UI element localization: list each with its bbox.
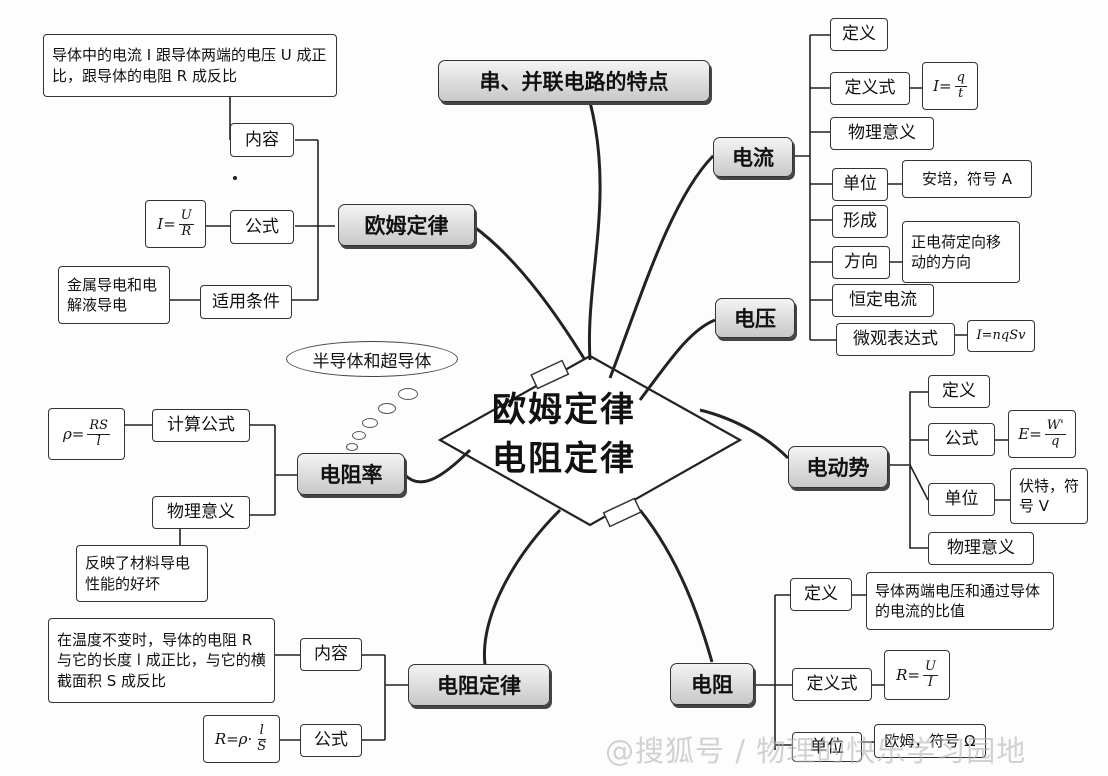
node-emf: 电动势 xyxy=(788,446,888,488)
emf-formula-lhs: E= xyxy=(1018,424,1042,443)
emf-def: 定义 xyxy=(928,375,990,408)
resistance-law-formula-num: l xyxy=(257,723,266,740)
semiconductor-cloud: 半导体和超导体 xyxy=(286,341,458,377)
node-resistance-law: 电阻定律 xyxy=(408,664,550,706)
node-resistance: 电阻 xyxy=(670,663,754,705)
resistance-law-content-text: 在温度不变时，导体的电阻 R 与它的长度 l 成正比，与它的横截面积 S 成反比 xyxy=(48,618,275,703)
resistivity-formula-num: RS xyxy=(87,418,111,435)
current-unit-label: 单位 xyxy=(832,168,888,201)
emf-formula-den: q xyxy=(1051,433,1060,449)
ohm-content-text: 导体中的电流 I 跟导体两端的电压 U 成正比，跟导体的电阻 R 成反比 xyxy=(43,34,337,97)
node-series-parallel: 串、并联电路的特点 xyxy=(438,60,710,102)
ohm-formula-den: R xyxy=(181,223,192,239)
resistance-unit-label: 单位 xyxy=(792,732,862,762)
resistance-def-label: 定义 xyxy=(790,578,852,611)
current-direction-label: 方向 xyxy=(832,246,890,279)
node-current: 电流 xyxy=(713,137,793,177)
emf-unit-text: 伏特，符号 V xyxy=(1010,468,1088,524)
current-unit-text: 安培，符号 A xyxy=(902,160,1032,198)
node-resistivity: 电阻率 xyxy=(297,453,405,495)
resistance-def-formula-label: 定义式 xyxy=(792,668,872,701)
resistivity-physical-text: 反映了材料导电性能的好坏 xyxy=(76,545,208,602)
center-line-1: 欧姆定律 xyxy=(492,390,636,430)
resistance-formula-num: U xyxy=(922,659,938,676)
watermark: @搜狐号 / 物理的快乐学习园地 xyxy=(605,734,1027,768)
resistance-formula-den: I xyxy=(927,674,933,690)
ohm-formula-num: U xyxy=(178,208,194,225)
current-direction-text: 正电荷定向移动的方向 xyxy=(902,221,1020,283)
resistance-unit-text: 欧姆，符号 Ω xyxy=(874,724,986,758)
ohm-content-label: 内容 xyxy=(230,123,294,157)
resistance-law-formula-label: 公式 xyxy=(300,724,362,757)
ohm-condition-label: 适用条件 xyxy=(200,285,292,319)
resistance-law-formula-den: S xyxy=(257,738,267,754)
ohm-formula-lhs: I= xyxy=(157,214,176,233)
current-def: 定义 xyxy=(830,18,888,51)
resistance-def-text: 导体两端电压和通过导体的电流的比值 xyxy=(866,572,1054,630)
current-formula-lhs: I= xyxy=(933,76,952,95)
resistance-law-formula-lhs: R=ρ· xyxy=(214,729,253,748)
current-formula-num: q xyxy=(954,70,967,87)
ohm-condition-text: 金属导电和电解液导电 xyxy=(58,266,170,324)
thought-bubble xyxy=(346,443,358,451)
resistance-formula-lhs: R= xyxy=(896,665,920,684)
ohm-formula-label: 公式 xyxy=(230,210,294,244)
resistance-law-content-label: 内容 xyxy=(300,638,362,671)
center-diamond xyxy=(437,354,743,527)
emf-physical: 物理意义 xyxy=(928,532,1034,565)
resistivity-formula-den: l xyxy=(96,433,101,449)
current-formula-den: t xyxy=(958,85,964,101)
current-micro-formula: I=nqSv xyxy=(967,320,1035,352)
current-formation: 形成 xyxy=(832,205,888,238)
center-line-2: 电阻定律 xyxy=(492,439,636,480)
current-micro-label: 微观表达式 xyxy=(836,323,955,356)
center-title: 欧姆定律 电阻定律 xyxy=(492,386,636,485)
node-ohm-law: 欧姆定律 xyxy=(338,204,475,246)
thought-bubble xyxy=(352,431,366,440)
current-def-formula-label: 定义式 xyxy=(830,72,910,105)
emf-unit-label: 单位 xyxy=(928,483,995,516)
resistivity-formula-lhs: ρ= xyxy=(62,424,85,443)
node-voltage: 电压 xyxy=(715,298,795,338)
thought-bubble xyxy=(398,388,418,400)
emf-formula-label: 公式 xyxy=(928,423,995,456)
stray-dot xyxy=(233,176,237,180)
emf-formula: E= W'q xyxy=(1008,410,1076,458)
resistivity-physical-label: 物理意义 xyxy=(152,496,250,529)
current-steady: 恒定电流 xyxy=(832,284,934,317)
thought-bubble xyxy=(378,403,396,414)
resistivity-formula-label: 计算公式 xyxy=(152,409,250,442)
thought-bubble xyxy=(362,418,378,428)
emf-formula-num: W' xyxy=(1044,418,1066,435)
current-physical: 物理意义 xyxy=(830,117,934,150)
